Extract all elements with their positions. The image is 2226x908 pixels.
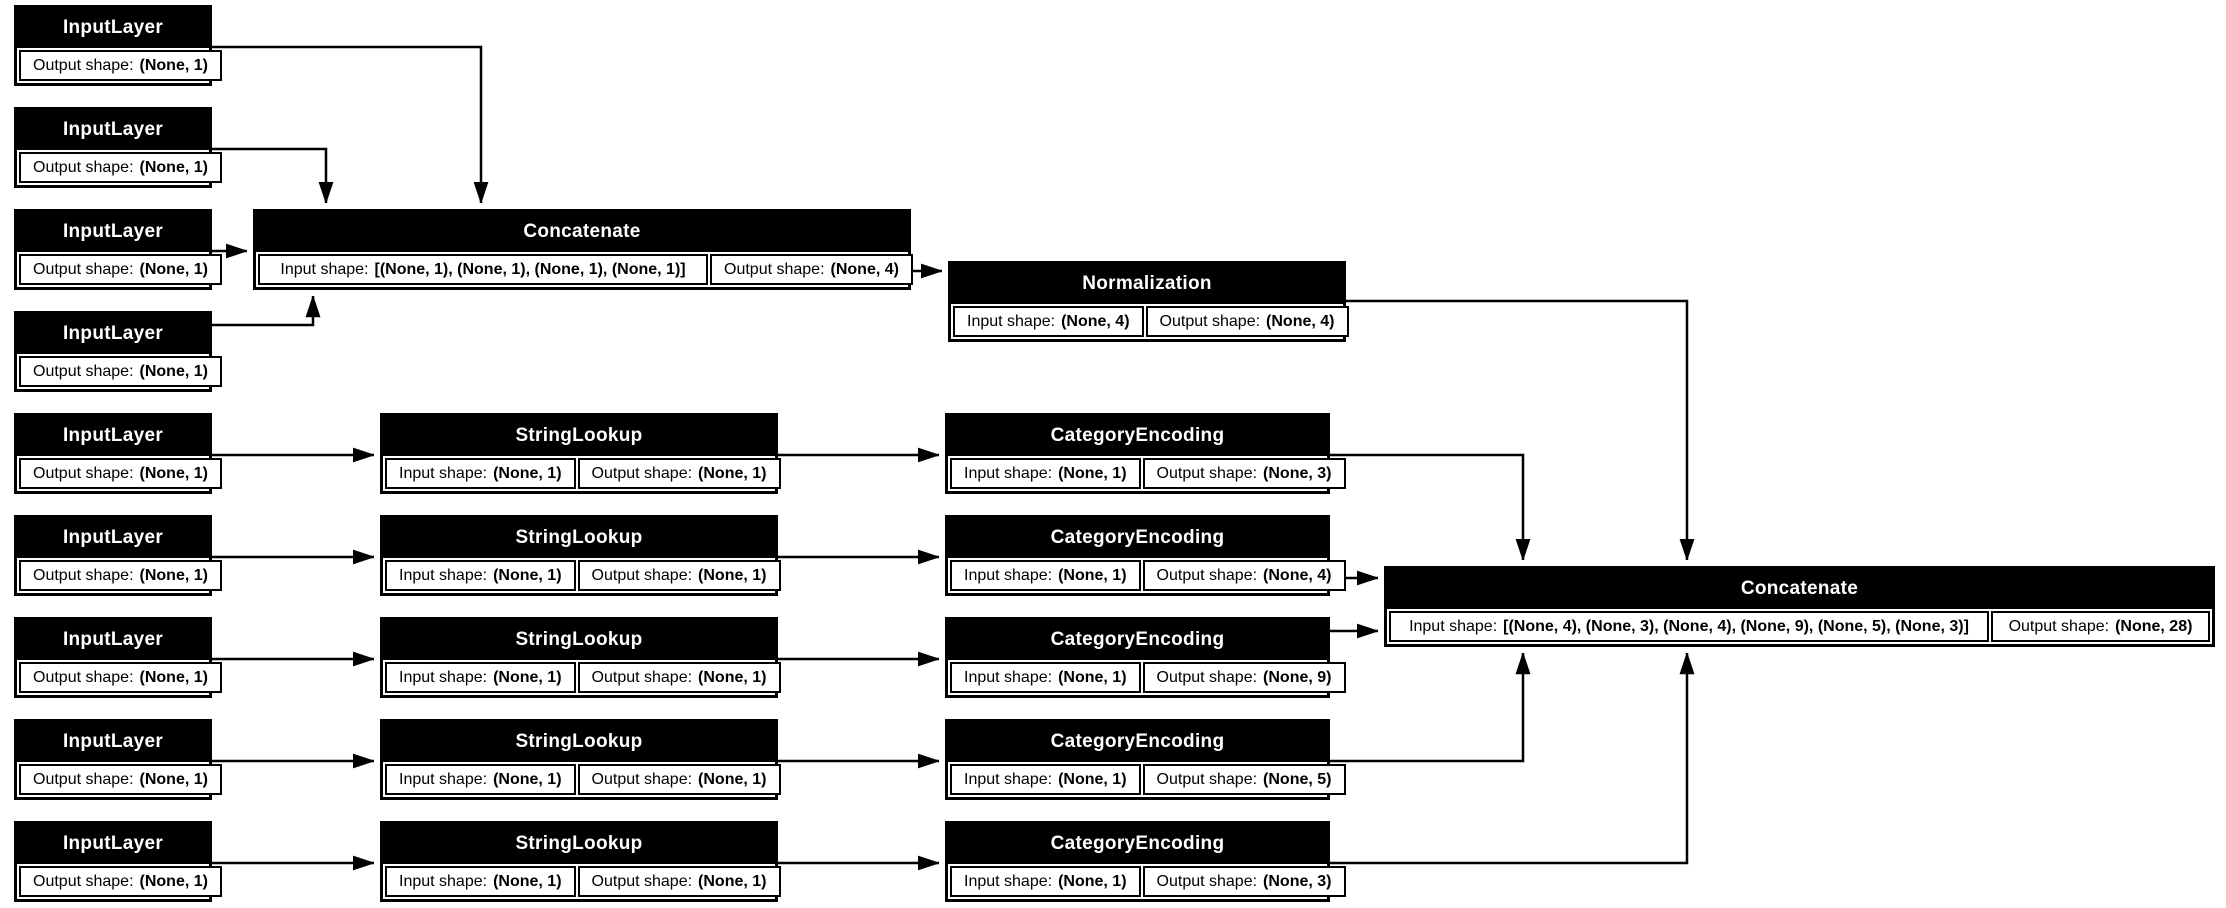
node-title: StringLookup — [383, 824, 775, 864]
output-shape-cell: Output shape:(None, 3) — [1142, 866, 1346, 897]
node-normalization: Normalization Input shape:(None, 4) Outp… — [948, 261, 1349, 342]
output-shape-cell: Output shape:(None, 1) — [19, 152, 222, 183]
node-concatenate-1: Concatenate Input shape:[(None, 1), (Non… — [253, 209, 913, 290]
node-category-encoding-5: CategoryEncoding Input shape:(None, 1) O… — [945, 821, 1346, 902]
edge-catencoding4-concatfinal — [1330, 653, 1523, 763]
node-string-lookup-4: StringLookup Input shape:(None, 1) Outpu… — [380, 719, 781, 800]
output-shape-cell: Output shape:(None, 1) — [19, 458, 222, 489]
node-input-layer-5: InputLayer Output shape:(None, 1) — [14, 413, 222, 494]
output-shape-cell: Output shape:(None, 1) — [577, 662, 781, 693]
node-title: InputLayer — [17, 722, 209, 762]
output-shape-cell: Output shape:(None, 1) — [577, 866, 781, 897]
output-shape-cell: Output shape:(None, 1) — [577, 560, 781, 591]
output-shape-cell: Output shape:(None, 9) — [1142, 662, 1346, 693]
input-shape-cell: Input shape:(None, 1) — [385, 866, 576, 897]
node-category-encoding-4: CategoryEncoding Input shape:(None, 1) O… — [945, 719, 1346, 800]
output-shape-cell: Output shape:(None, 4) — [1145, 306, 1349, 337]
node-title: InputLayer — [17, 416, 209, 456]
node-string-lookup-1: StringLookup Input shape:(None, 1) Outpu… — [380, 413, 781, 494]
output-shape-cell: Output shape:(None, 3) — [1142, 458, 1346, 489]
input-shape-cell: Input shape:(None, 1) — [385, 662, 576, 693]
output-shape-cell: Output shape:(None, 4) — [1142, 560, 1346, 591]
node-input-layer-1: InputLayer Output shape:(None, 1) — [14, 5, 222, 86]
node-concatenate-final: Concatenate Input shape:[(None, 4), (Non… — [1384, 566, 2215, 647]
edge-input4-concat1 — [212, 296, 313, 327]
output-shape-cell: Output shape:(None, 1) — [19, 254, 222, 285]
node-input-layer-4: InputLayer Output shape:(None, 1) — [14, 311, 222, 392]
node-title: StringLookup — [383, 518, 775, 558]
node-title: InputLayer — [17, 518, 209, 558]
node-title: StringLookup — [383, 722, 775, 762]
node-title: InputLayer — [17, 8, 209, 48]
input-shape-cell: Input shape:(None, 1) — [950, 662, 1141, 693]
node-title: Concatenate — [256, 212, 908, 252]
node-title: InputLayer — [17, 314, 209, 354]
node-string-lookup-2: StringLookup Input shape:(None, 1) Outpu… — [380, 515, 781, 596]
output-shape-cell: Output shape:(None, 5) — [1142, 764, 1346, 795]
node-title: InputLayer — [17, 110, 209, 150]
input-shape-cell: Input shape:[(None, 1), (None, 1), (None… — [258, 254, 708, 285]
output-shape-cell: Output shape:(None, 1) — [19, 866, 222, 897]
edge-input1-concat1 — [212, 45, 481, 203]
node-title: StringLookup — [383, 620, 775, 660]
node-category-encoding-1: CategoryEncoding Input shape:(None, 1) O… — [945, 413, 1346, 494]
output-shape-cell: Output shape:(None, 1) — [19, 50, 222, 81]
node-title: Normalization — [951, 264, 1343, 304]
input-shape-cell: Input shape:(None, 1) — [385, 560, 576, 591]
edge-normalization-concatfinal — [1346, 299, 1687, 560]
output-shape-cell: Output shape:(None, 4) — [710, 254, 913, 285]
input-shape-cell: Input shape:(None, 1) — [385, 764, 576, 795]
node-title: CategoryEncoding — [948, 518, 1327, 558]
node-input-layer-3: InputLayer Output shape:(None, 1) — [14, 209, 222, 290]
edge-input2-concat1 — [212, 147, 326, 203]
output-shape-cell: Output shape:(None, 1) — [19, 356, 222, 387]
input-shape-cell: Input shape:(None, 1) — [950, 866, 1141, 897]
edge-catencoding1-concatfinal — [1330, 453, 1523, 560]
node-string-lookup-3: StringLookup Input shape:(None, 1) Outpu… — [380, 617, 781, 698]
node-input-layer-7: InputLayer Output shape:(None, 1) — [14, 617, 222, 698]
node-title: CategoryEncoding — [948, 824, 1327, 864]
output-shape-cell: Output shape:(None, 1) — [577, 458, 781, 489]
output-shape-cell: Output shape:(None, 28) — [1991, 611, 2210, 642]
input-shape-cell: Input shape:(None, 1) — [950, 458, 1141, 489]
node-input-layer-8: InputLayer Output shape:(None, 1) — [14, 719, 222, 800]
edge-catencoding5-concatfinal — [1330, 653, 1687, 865]
input-shape-cell: Input shape:(None, 1) — [950, 560, 1141, 591]
node-title: Concatenate — [1387, 569, 2212, 609]
node-category-encoding-2: CategoryEncoding Input shape:(None, 1) O… — [945, 515, 1346, 596]
input-shape-cell: Input shape:[(None, 4), (None, 3), (None… — [1389, 611, 1989, 642]
node-title: CategoryEncoding — [948, 620, 1327, 660]
input-shape-cell: Input shape:(None, 1) — [950, 764, 1141, 795]
node-input-layer-2: InputLayer Output shape:(None, 1) — [14, 107, 222, 188]
input-shape-cell: Input shape:(None, 4) — [953, 306, 1144, 337]
node-title: CategoryEncoding — [948, 722, 1327, 762]
output-shape-cell: Output shape:(None, 1) — [19, 764, 222, 795]
node-title: InputLayer — [17, 620, 209, 660]
output-shape-cell: Output shape:(None, 1) — [19, 560, 222, 591]
node-input-layer-9: InputLayer Output shape:(None, 1) — [14, 821, 222, 902]
node-title: CategoryEncoding — [948, 416, 1327, 456]
output-shape-cell: Output shape:(None, 1) — [577, 764, 781, 795]
node-title: InputLayer — [17, 212, 209, 252]
output-shape-cell: Output shape:(None, 1) — [19, 662, 222, 693]
node-category-encoding-3: CategoryEncoding Input shape:(None, 1) O… — [945, 617, 1346, 698]
node-string-lookup-5: StringLookup Input shape:(None, 1) Outpu… — [380, 821, 781, 902]
node-title: InputLayer — [17, 824, 209, 864]
node-input-layer-6: InputLayer Output shape:(None, 1) — [14, 515, 222, 596]
node-title: StringLookup — [383, 416, 775, 456]
input-shape-cell: Input shape:(None, 1) — [385, 458, 576, 489]
